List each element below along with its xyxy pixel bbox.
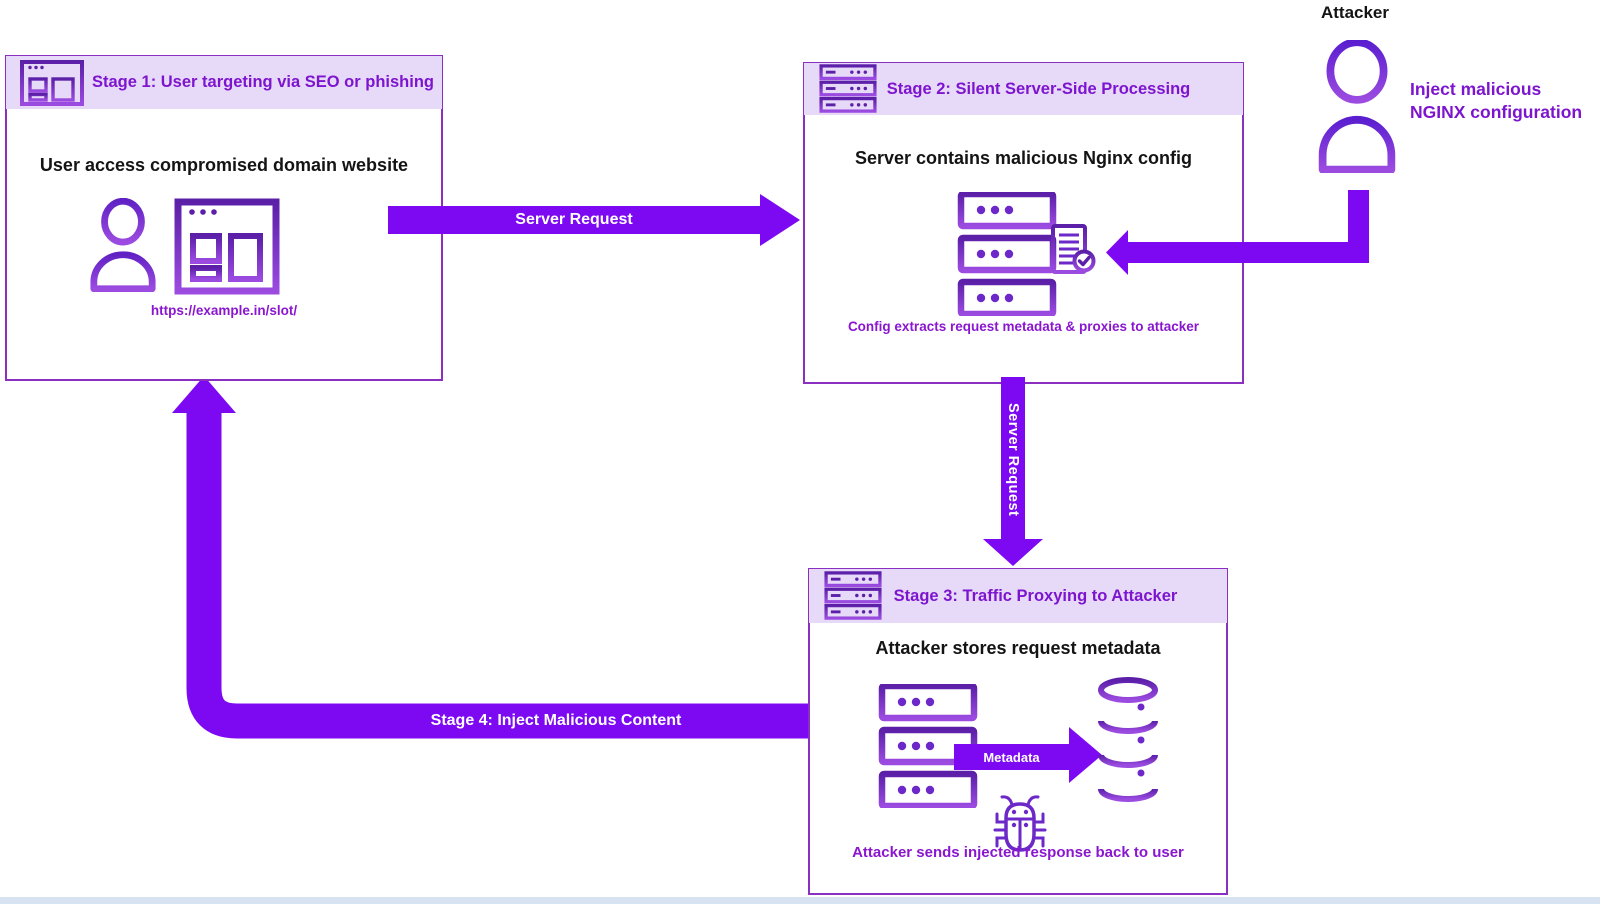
stage4-arrow [172,376,812,739]
stage4-arrow-label: Stage 4: Inject Malicious Content [430,711,682,729]
stage3-box: Stage 3: Traffic Proxying to Attacker At… [808,568,1228,895]
stage1-box: Stage 1: User targeting via SEO or phish… [5,55,443,381]
stage1-url: https://example.in/slot/ [150,303,298,318]
stage3-caption: Attacker sends injected response back to… [852,844,1184,861]
browser-icon [20,59,84,106]
attacker-user-icon [1318,40,1396,173]
stage2-header: Stage 2: Silent Server-Side Processing [804,63,1243,115]
stage3-heading: Attacker stores request metadata [875,638,1161,658]
server-stack-icon [957,192,1057,316]
browser-window-icon [174,198,280,295]
server-request-arrow-vertical [983,377,1043,566]
server-request-arrow-horizontal [388,194,800,246]
stage2-heading: Server contains malicious Nginx config [854,148,1193,168]
attacker-action-line2: NGINX configuration [1410,102,1583,122]
stage2-title: Stage 2: Silent Server-Side Processing [886,79,1191,98]
metadata-arrow-label: Metadata [983,749,1040,765]
server-rack-icon [819,64,877,113]
metadata-arrow [954,727,1102,783]
inject-config-arrow [1106,190,1369,275]
stage3-header: Stage 3: Traffic Proxying to Attacker [809,569,1227,623]
server-request-vertical-label: Server Request [1005,403,1021,517]
stage2-box: Stage 2: Silent Server-Side Processing S… [803,62,1244,384]
attacker-label: Attacker [1320,3,1390,22]
server-rack-icon [824,571,882,620]
bottom-strip [0,897,1600,904]
bug-icon [993,795,1047,852]
stage2-caption: Config extracts request metadata & proxi… [847,319,1200,334]
stage1-title: Stage 1: User targeting via SEO or phish… [92,73,434,91]
stage1-heading: User access compromised domain website [39,155,409,175]
user-icon [90,198,156,292]
config-check-document-icon [1051,224,1096,274]
stage3-title: Stage 3: Traffic Proxying to Attacker [893,586,1178,605]
attacker-action-line1: Inject malicious [1410,79,1542,99]
attacker-action-text: Inject malicious NGINX configuration [1410,78,1582,124]
stage1-header: Stage 1: User targeting via SEO or phish… [6,56,442,109]
server-request-horizontal-label: Server Request [515,211,633,228]
database-icon [1098,677,1158,802]
